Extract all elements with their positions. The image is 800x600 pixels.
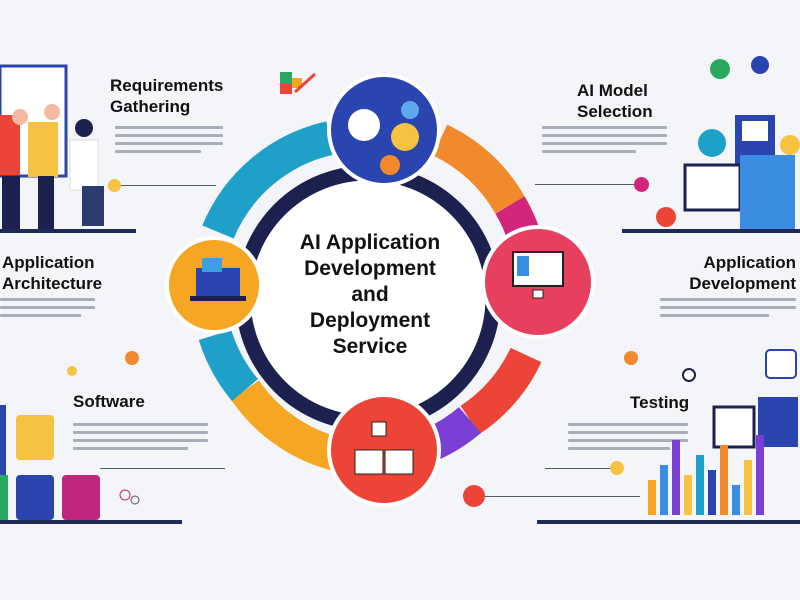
stage-title-line: Gathering — [110, 97, 191, 116]
divider — [537, 520, 800, 524]
connector — [545, 468, 615, 469]
marker-dot — [108, 179, 121, 192]
ai-network-icon — [348, 101, 419, 175]
marker-dot — [125, 351, 139, 365]
open-book-icon — [354, 421, 414, 475]
app-tiles-illustration — [0, 405, 140, 520]
title-line: Development — [304, 257, 436, 280]
marker-dot — [634, 177, 649, 192]
segment-teal-upper — [202, 121, 335, 239]
connector — [121, 185, 216, 186]
bar-chart-illustration — [648, 349, 798, 515]
divider — [622, 229, 800, 233]
stage-title-line: Architecture — [2, 274, 103, 293]
stage-title-line: Application — [2, 253, 95, 272]
team-meeting-illustration — [0, 64, 104, 231]
stage-description — [660, 298, 796, 322]
puzzle-icon — [280, 72, 317, 94]
divider — [0, 229, 136, 233]
stage-description — [0, 298, 95, 322]
segment-red — [460, 347, 542, 435]
laptop-icon — [190, 258, 246, 301]
stage-title-line: Selection — [577, 102, 653, 121]
marker-dot — [682, 368, 696, 382]
stage-title-line: Requirements — [110, 76, 224, 95]
stage-title-testing: Testing — [630, 392, 689, 413]
stage-title-line: Application — [703, 253, 796, 272]
connector — [535, 184, 645, 185]
center-title: AI Application Development and Deploymen… — [285, 230, 455, 360]
title-line: AI Application — [299, 231, 441, 254]
stage-description — [542, 126, 667, 158]
title-line: and — [351, 283, 389, 306]
stage-title-line: Development — [689, 274, 796, 293]
stage-description — [73, 423, 208, 455]
connector — [100, 468, 225, 469]
connector — [485, 496, 640, 497]
monitor-icon — [512, 251, 564, 299]
divider — [0, 520, 182, 524]
marker-dot — [624, 351, 638, 365]
stage-title-line: Software — [73, 392, 145, 411]
marker-dot — [67, 366, 77, 376]
node-bottom — [327, 393, 441, 507]
title-line: Deployment — [309, 309, 431, 332]
server-dashboard-illustration — [656, 56, 800, 230]
stage-title-line: AI Model — [577, 81, 648, 100]
marker-dot — [610, 461, 624, 475]
stage-title-line: Testing — [630, 393, 690, 412]
segment-orange-upper — [432, 124, 525, 214]
segment-teal-lower — [198, 329, 259, 401]
marker-dot — [463, 485, 485, 507]
stage-title-software: Software — [73, 391, 145, 412]
stage-description — [568, 423, 688, 455]
title-line: Service — [332, 335, 408, 358]
stage-description — [115, 126, 223, 158]
